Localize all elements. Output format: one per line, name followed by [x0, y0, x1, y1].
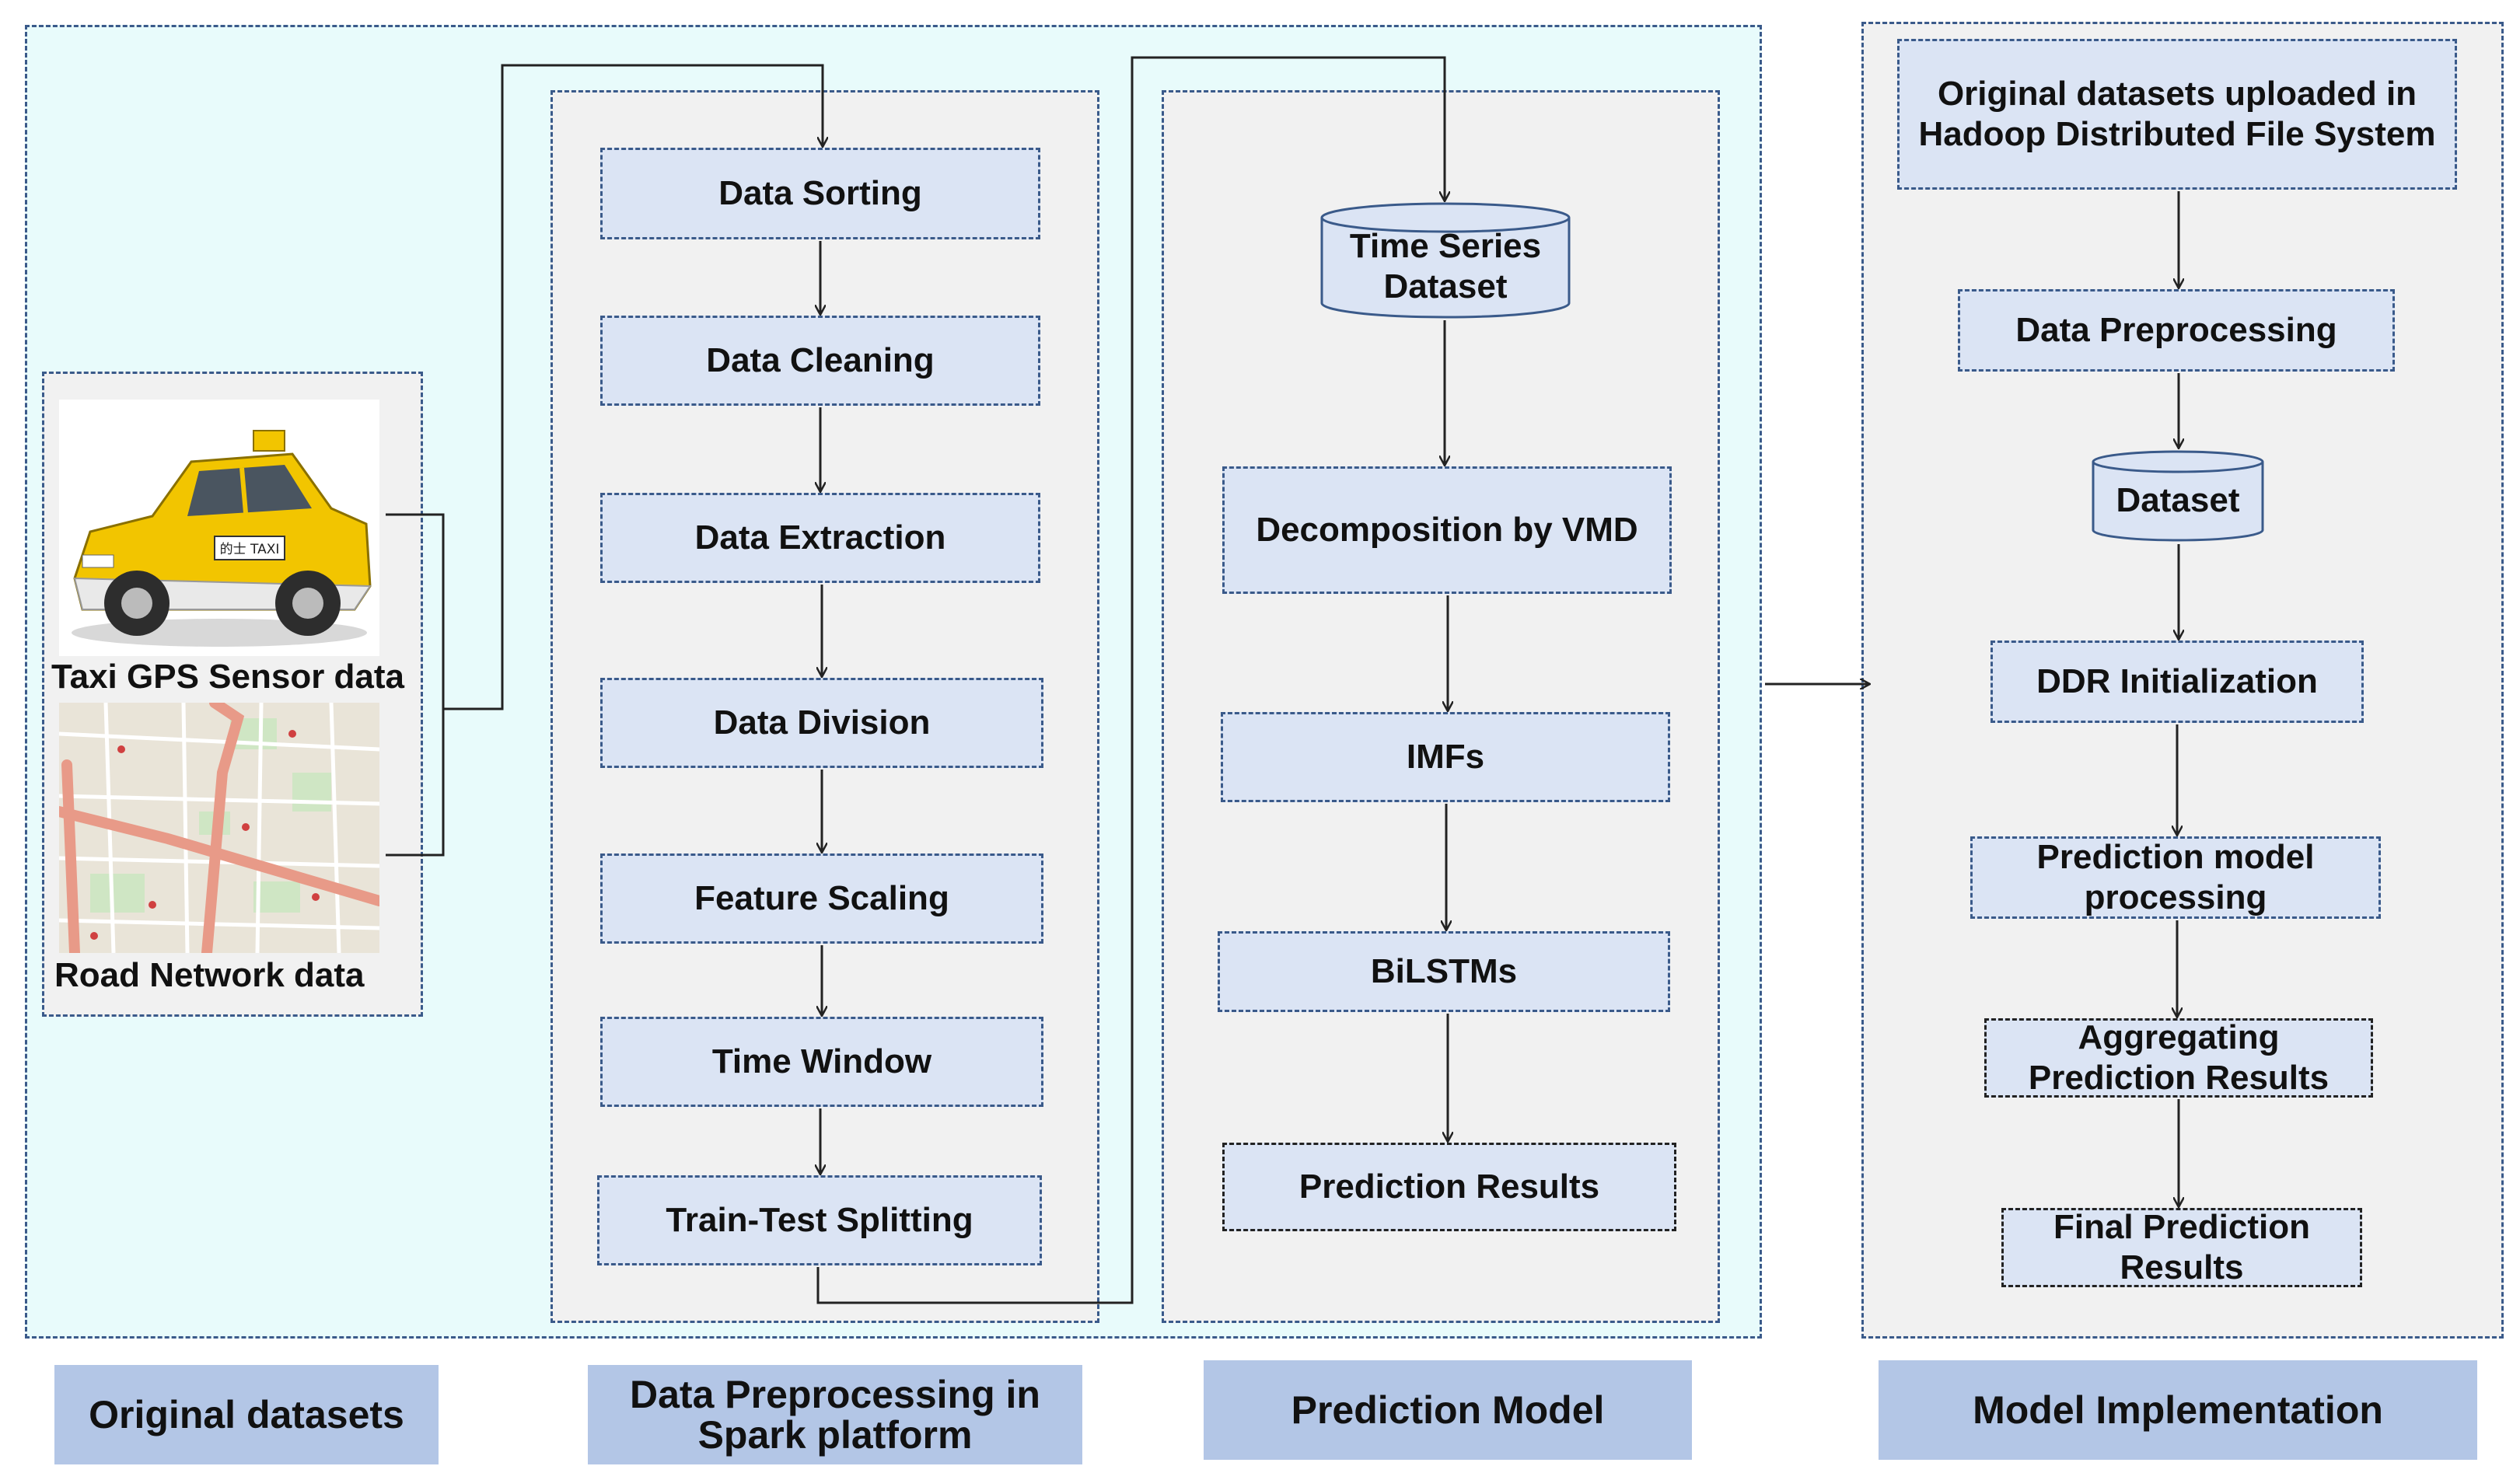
- ddr-initialization-box: DDR Initialization: [1990, 641, 2364, 723]
- time-series-dataset-cylinder: Time Series Dataset: [1320, 202, 1571, 319]
- aggregating-results-box: Aggregating Prediction Results: [1984, 1018, 2373, 1098]
- section-label-preprocessing: Data Preprocessing in Spark platform: [588, 1365, 1082, 1464]
- taxi-image: 的士 TAXI: [59, 400, 379, 656]
- data-sorting-box: Data Sorting: [600, 148, 1040, 239]
- data-preprocessing-box: Data Preprocessing: [1958, 289, 2395, 372]
- data-extraction-box: Data Extraction: [600, 493, 1040, 583]
- imfs-box: IMFs: [1221, 712, 1670, 802]
- road-network-caption: Road Network data: [54, 956, 365, 994]
- road-network-map: [59, 703, 379, 953]
- time-window-box: Time Window: [600, 1017, 1043, 1107]
- decomposition-vmd-box: Decomposition by VMD: [1222, 466, 1672, 594]
- hadoop-upload-box: Original datasets uploaded in Hadoop Dis…: [1897, 39, 2457, 190]
- taxi-sign-text: 的士 TAXI: [220, 542, 280, 557]
- train-test-splitting-box: Train-Test Splitting: [597, 1175, 1042, 1265]
- data-cleaning-box: Data Cleaning: [600, 316, 1040, 406]
- section-label-original: Original datasets: [54, 1365, 439, 1464]
- section-label-implementation: Model Implementation: [1879, 1360, 2477, 1460]
- feature-scaling-box: Feature Scaling: [600, 853, 1043, 944]
- prediction-results-box: Prediction Results: [1222, 1143, 1676, 1231]
- final-prediction-results-box: Final Prediction Results: [2001, 1208, 2362, 1287]
- taxi-caption: Taxi GPS Sensor data: [51, 658, 405, 696]
- dataset-cylinder: Dataset: [2092, 449, 2264, 543]
- dataset-label: Dataset: [2116, 481, 2240, 520]
- prediction-model-processing-box: Prediction model processing: [1970, 836, 2381, 919]
- bilstms-box: BiLSTMs: [1218, 931, 1670, 1012]
- data-division-box: Data Division: [600, 678, 1043, 768]
- section-label-prediction: Prediction Model: [1204, 1360, 1692, 1460]
- time-series-dataset-label: Time Series Dataset: [1349, 227, 1542, 305]
